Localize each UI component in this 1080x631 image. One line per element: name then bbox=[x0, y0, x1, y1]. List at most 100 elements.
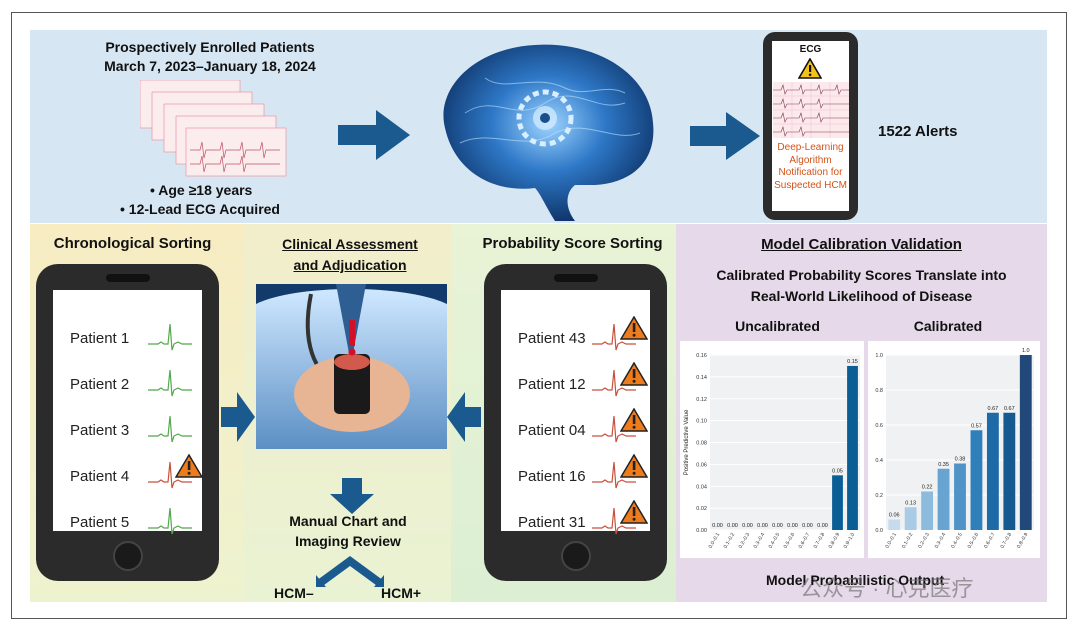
bar bbox=[954, 463, 966, 530]
x-tick-label: 0.6–0.7 bbox=[798, 532, 812, 550]
patient-item[interactable]: Patient 2 bbox=[70, 376, 130, 393]
watermark-text: 公众号 · 心克医疗 bbox=[800, 576, 974, 601]
x-tick-label: 0.2–0.3 bbox=[738, 532, 752, 550]
y-axis-label: Positive Predictive Value bbox=[684, 409, 690, 475]
uncalibrated-label: Uncalibrated bbox=[735, 318, 820, 334]
ecg-trace-icon bbox=[592, 369, 636, 397]
arrow-right-icon bbox=[690, 112, 760, 160]
ecg-strip bbox=[773, 82, 849, 138]
x-tick-label: 0.8–0.9 bbox=[828, 532, 842, 550]
calibrated-chart: 0.00.20.40.60.81.00.060.0–0.10.130.1–0.2… bbox=[868, 341, 1040, 558]
arrow-right-icon bbox=[338, 110, 410, 160]
y-tick-label: 0.08 bbox=[696, 441, 707, 447]
bar bbox=[1019, 355, 1032, 530]
patient-item[interactable]: Patient 1 bbox=[70, 330, 130, 347]
patient-item[interactable]: Patient 31 bbox=[518, 514, 586, 531]
x-tick-label: 0.8–0.9 bbox=[1016, 532, 1030, 550]
home-button bbox=[113, 541, 143, 571]
ecg-trace-icon bbox=[148, 369, 192, 397]
bar-value-label: 0.00 bbox=[802, 523, 813, 529]
warning-icon bbox=[175, 454, 203, 478]
y-tick-label: 0.2 bbox=[875, 493, 883, 499]
y-tick-label: 0.14 bbox=[696, 375, 707, 381]
y-tick-label: 0.12 bbox=[696, 397, 707, 403]
bar bbox=[1003, 412, 1016, 530]
prob-phone bbox=[484, 264, 667, 581]
x-tick-label: 0.0–0.1 bbox=[708, 532, 722, 550]
x-tick-label: 0.3–0.4 bbox=[934, 532, 948, 550]
ecg-trace-icon bbox=[148, 415, 192, 443]
patient-item[interactable]: Patient 4 bbox=[70, 468, 130, 485]
model-title: Model Calibration Validation bbox=[761, 236, 962, 253]
patient-item[interactable]: Patient 04 bbox=[518, 422, 586, 439]
bar bbox=[904, 507, 917, 530]
patient-item[interactable]: Patient 3 bbox=[70, 422, 130, 439]
patient-item[interactable]: Patient 43 bbox=[518, 330, 586, 347]
warning-icon bbox=[620, 500, 648, 524]
model-footer: Model Probabilistic Output bbox=[766, 572, 945, 588]
x-tick-label: 0.1–0.2 bbox=[723, 532, 737, 550]
warning-icon bbox=[620, 454, 648, 478]
home-button bbox=[561, 541, 591, 571]
chrono-phone bbox=[36, 264, 219, 581]
x-tick-label: 0.9–1.0 bbox=[843, 532, 857, 550]
bar bbox=[888, 519, 901, 530]
bar-value-label: 0.05 bbox=[832, 468, 843, 474]
y-tick-label: 0.0 bbox=[875, 528, 883, 534]
x-tick-label: 0.5–0.6 bbox=[783, 532, 797, 550]
criteria-age: • Age ≥18 years bbox=[150, 182, 253, 198]
patient-item[interactable]: Patient 5 bbox=[70, 514, 130, 531]
bar-value-label: 0.00 bbox=[757, 523, 768, 529]
outcome-hcm-positive: HCM+ bbox=[381, 585, 422, 601]
criteria-ecg: • 12-Lead ECG Acquired bbox=[120, 201, 280, 217]
y-tick-label: 0.02 bbox=[696, 506, 707, 512]
arrow-left-icon bbox=[447, 392, 481, 442]
patient-item[interactable]: Patient 16 bbox=[518, 468, 586, 485]
bar-value-label: 0.00 bbox=[727, 523, 738, 529]
uncalibrated-chart: 0.000.020.040.060.080.100.120.140.160.00… bbox=[680, 341, 864, 558]
warning-icon bbox=[620, 316, 648, 340]
model-subtitle-1: Calibrated Probability Scores Translate … bbox=[716, 267, 1007, 283]
bar-value-label: 0.00 bbox=[817, 523, 828, 529]
warning-icon bbox=[620, 408, 648, 432]
y-tick-label: 0.8 bbox=[875, 388, 883, 394]
ecg-trace-icon bbox=[592, 507, 636, 535]
arrow-right-icon bbox=[221, 392, 255, 442]
x-tick-label: 0.6–0.7 bbox=[983, 532, 997, 550]
clinical-title-2: and Adjudication bbox=[293, 257, 407, 273]
ai-brain-image bbox=[443, 44, 654, 221]
warning-icon bbox=[798, 58, 822, 79]
bar-value-label: 0.00 bbox=[787, 523, 798, 529]
patient-item[interactable]: Patient 12 bbox=[518, 376, 586, 393]
enrollment-title-2: March 7, 2023–January 18, 2024 bbox=[104, 58, 316, 74]
bar-value-label: 0.13 bbox=[905, 500, 916, 506]
y-tick-label: 1.0 bbox=[875, 353, 883, 359]
bar-value-label: 0.67 bbox=[988, 406, 999, 412]
warning-icon bbox=[620, 362, 648, 386]
bar-value-label: 0.35 bbox=[938, 462, 949, 468]
ecg-trace-icon bbox=[592, 461, 636, 489]
outcome-hcm-negative: HCM– bbox=[274, 585, 314, 601]
bar-value-label: 0.38 bbox=[955, 457, 966, 463]
doctor-with-phone-image bbox=[256, 284, 447, 449]
alerts-count: 1522 Alerts bbox=[878, 123, 958, 140]
bar-value-label: 0.57 bbox=[971, 423, 982, 429]
bar-value-label: 0.00 bbox=[742, 523, 753, 529]
clinical-title-1: Clinical Assessment bbox=[282, 236, 418, 252]
bar-value-label: 0.15 bbox=[847, 359, 858, 365]
review-text-2: Imaging Review bbox=[295, 533, 401, 549]
ecg-trace-icon bbox=[148, 461, 192, 489]
bar bbox=[921, 491, 934, 530]
ecg-stack-image bbox=[140, 80, 287, 177]
review-text-1: Manual Chart and bbox=[289, 513, 407, 529]
bar-value-label: 1.0 bbox=[1022, 348, 1030, 354]
bar-value-label: 0.22 bbox=[922, 485, 933, 491]
bar bbox=[937, 468, 950, 530]
calibrated-label: Calibrated bbox=[913, 318, 983, 334]
y-tick-label: 0.00 bbox=[696, 528, 707, 534]
bar-value-label: 0.00 bbox=[712, 523, 723, 529]
model-subtitle-2: Real-World Likelihood of Disease bbox=[750, 288, 973, 304]
bar bbox=[847, 365, 858, 530]
y-tick-label: 0.16 bbox=[696, 353, 707, 359]
y-tick-label: 0.4 bbox=[875, 458, 883, 464]
